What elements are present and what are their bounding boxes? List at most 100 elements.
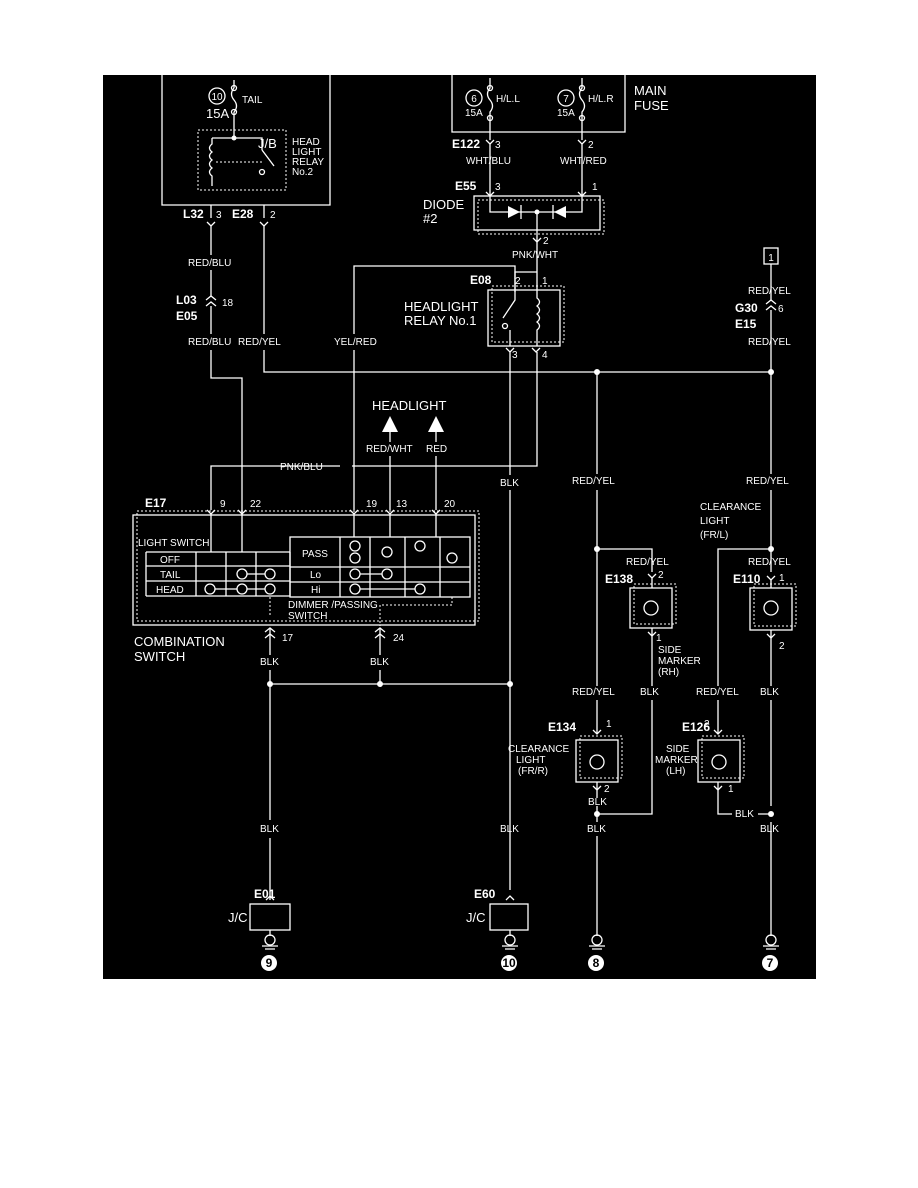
connector-l32: L32 <box>183 207 204 221</box>
wire-blk-24: BLK <box>370 657 389 668</box>
e17-pin-13: 13 <box>396 499 408 510</box>
e17-pin-17: 17 <box>282 633 294 644</box>
e17-pin-22: 22 <box>250 499 262 510</box>
diode-2: E55 3 1 DIODE#2 2 PNK/WHT <box>423 179 605 261</box>
wire-blk-e60: BLK <box>500 824 519 835</box>
headlight-relay-2 <box>197 129 287 191</box>
wire-red-yel-left: RED/YEL <box>238 337 281 348</box>
e08-id: E08 <box>470 273 492 287</box>
fuse-10-symbol <box>230 80 238 138</box>
e55-pin3: 3 <box>495 182 501 193</box>
fuse-10-number: 10 <box>211 92 223 103</box>
headlight-arrow-left <box>382 416 398 432</box>
e126-pin1: 1 <box>728 784 734 795</box>
dimmer-row-pass: PASS <box>302 549 328 560</box>
jb-label: J/B <box>258 136 277 151</box>
e110-id: E110 <box>733 572 761 586</box>
e126-wire-out: BLK <box>735 809 754 820</box>
e134-pin1: 1 <box>606 719 612 730</box>
g30-pin: 6 <box>778 304 784 315</box>
l03-pin: 18 <box>222 298 234 309</box>
e55-id: E55 <box>455 179 477 193</box>
g30-wire-in: RED/YEL <box>748 286 791 297</box>
fuse-10-amp: 15A <box>206 106 229 121</box>
l03-id: L03 <box>176 293 197 307</box>
wire-blk-e01: BLK <box>260 824 279 835</box>
connector-g30: 1 RED/YEL G30 6 E15 RED/YEL <box>735 247 791 372</box>
headlight-label: HEADLIGHT <box>372 398 446 413</box>
wire-wht-red: WHT/RED <box>560 156 607 167</box>
ground-9: 9 <box>266 956 273 970</box>
e134-pin2: 2 <box>604 784 610 795</box>
wire-pnk-wht: PNK/WHT <box>512 250 558 261</box>
e126-pin2: 2 <box>704 719 710 730</box>
e08-pin1: 1 <box>542 276 548 287</box>
g30-wire-out: RED/YEL <box>748 337 791 348</box>
e138-lamp <box>629 587 673 629</box>
e126-lamp <box>697 739 741 783</box>
ls-row-off: OFF <box>160 555 180 566</box>
e122-pin3: 3 <box>495 140 501 151</box>
e60-id: E60 <box>474 887 496 901</box>
g30-id: G30 <box>735 301 758 315</box>
e138-pin2: 2 <box>658 570 664 581</box>
e08-pin3: 3 <box>512 350 518 361</box>
e05-id: E05 <box>176 309 198 323</box>
fuse-6-number: 6 <box>471 94 477 105</box>
e134-wire-in: RED/YEL <box>572 687 615 698</box>
e138-wire-in: RED/YEL <box>626 557 669 568</box>
ground-section: E01 J/C 9 E60 J/C 10 8 7 <box>228 887 779 971</box>
wire-red-yel-lh: RED/YEL <box>746 476 789 487</box>
e134-id: E134 <box>548 720 576 734</box>
e110-pin2: 2 <box>779 641 785 652</box>
headlight-outputs: HEADLIGHT RED/WHT RED <box>366 398 447 510</box>
e08-pin2: 2 <box>515 276 521 287</box>
wire-blk-g7: BLK <box>760 824 779 835</box>
e55-pin2: 2 <box>543 236 549 247</box>
jc-e60-label: J/C <box>466 910 486 925</box>
fuse-6-name: H/L.L <box>496 94 520 105</box>
e17-pin-20: 20 <box>444 499 456 510</box>
e110-wire-in: RED/YEL <box>748 557 791 568</box>
jc-e60-box <box>489 903 529 931</box>
ground-8: 8 <box>593 956 600 970</box>
wire-red-wht: RED/WHT <box>366 444 413 455</box>
wire-red-blu-bottom: RED/BLU <box>188 337 231 348</box>
connector-l32-pin: 3 <box>216 210 222 221</box>
e55-pin1: 1 <box>592 182 598 193</box>
fuse-6-amp: 15A <box>465 108 483 119</box>
wire-pnk-blu: PNK/BLU <box>280 462 323 473</box>
wire-blk-g8: BLK <box>587 824 606 835</box>
light-switch-label: LIGHT SWITCH <box>138 538 209 549</box>
wire-red: RED <box>426 444 447 455</box>
ls-row-tail: TAIL <box>160 570 181 581</box>
jc-e01-label: J/C <box>228 910 248 925</box>
diagram-background <box>103 75 816 979</box>
connector-e28-pin: 2 <box>270 210 276 221</box>
e122-id: E122 <box>452 137 480 151</box>
e110-wire-out: BLK <box>760 687 779 698</box>
e138-pin1: 1 <box>656 633 662 644</box>
e15-id: E15 <box>735 317 757 331</box>
ground-7: 7 <box>767 956 774 970</box>
diode-label: DIODE#2 <box>423 197 465 226</box>
fuse-7-number: 7 <box>563 94 569 105</box>
e08-pin4: 4 <box>542 350 548 361</box>
fuse-7-amp: 15A <box>557 108 575 119</box>
ground-10: 10 <box>502 956 516 970</box>
e110-pin1: 1 <box>779 573 785 584</box>
wire-blk-17: BLK <box>260 657 279 668</box>
e17-pin-19: 19 <box>366 499 378 510</box>
